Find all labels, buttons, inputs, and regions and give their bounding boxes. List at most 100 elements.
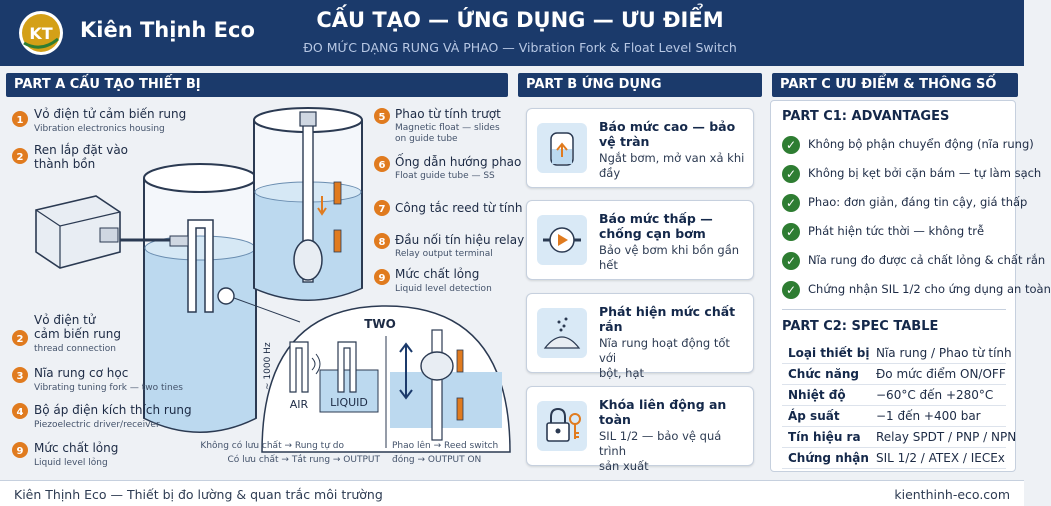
section-b-header: PART B ỨNG DỤNG xyxy=(518,73,762,97)
svg-text:Vibrating tuning fork — two ti: Vibrating tuning fork — two tines xyxy=(34,383,183,393)
svg-text:Vibration electronics housing: Vibration electronics housing xyxy=(34,124,165,134)
check-icon: ✓ xyxy=(782,281,800,299)
app-title: Phát hiện mức chất rắn xyxy=(599,304,736,334)
label-9-left: 9 Mức chất lỏng Liquid level lỏng xyxy=(12,441,118,468)
page-title: CẤU TẠO — ỨNG DỤNG — ƯU ĐIỂM xyxy=(316,8,724,32)
svg-text:Phao từ tính trượt: Phao từ tính trượt xyxy=(395,107,501,121)
svg-text:cảm biến rung: cảm biến rung xyxy=(34,327,121,341)
label-9-right: 9 Mức chất lỏng Liquid level detection xyxy=(374,267,492,294)
inset-frequency: ~ 1000 Hz xyxy=(263,342,273,390)
solids-icon xyxy=(537,308,587,358)
svg-text:Liquid level lỏng: Liquid level lỏng xyxy=(34,457,108,468)
svg-text:Công tắc reed từ tính: Công tắc reed từ tính xyxy=(395,201,522,215)
svg-text:2: 2 xyxy=(17,152,24,163)
label-8: 8 Đầu nối tín hiệu relay Relay output te… xyxy=(374,233,524,259)
svg-text:4: 4 xyxy=(17,407,24,418)
app-desc-line2: bột, hạt xyxy=(599,366,645,380)
divider xyxy=(782,309,1006,310)
svg-text:2: 2 xyxy=(17,334,24,345)
label-7: 7 Công tắc reed từ tính xyxy=(374,200,522,216)
svg-text:Ống dẫn hướng phao: Ống dẫn hướng phao xyxy=(395,153,521,169)
advantage-item: ✓Không bộ phận chuyển động (nĩa rung) xyxy=(782,135,1034,157)
app-desc-line2: sản xuất xyxy=(599,459,649,473)
app-desc: Ngắt bơm, mở van xả khi đầy xyxy=(599,151,745,180)
advantage-item: ✓Phao: đơn giản, đáng tin cậy, giá thấp xyxy=(782,193,1027,215)
float-tank xyxy=(253,107,363,301)
tank-high-icon xyxy=(537,123,587,173)
check-icon: ✓ xyxy=(782,252,800,270)
spec-row: Nhiệt độ−60°C đến +280°C xyxy=(782,385,1006,406)
svg-text:6: 6 xyxy=(379,160,386,171)
app-desc: Bảo vệ bơm khi bồn gần hết xyxy=(599,243,740,272)
svg-text:8: 8 xyxy=(379,237,386,248)
inset-caption-3: Phao lên → Reed switch xyxy=(392,440,498,451)
check-icon: ✓ xyxy=(782,165,800,183)
label-4: 4 Bộ áp điện kích thích rung Piezoelectr… xyxy=(12,403,192,430)
svg-text:Float guide tube — SS: Float guide tube — SS xyxy=(395,171,495,181)
app-card-high-level: Báo mức cao — bảo vệ tràn Ngắt bơm, mở v… xyxy=(526,108,754,188)
spec-title: PART C2: SPEC TABLE xyxy=(782,319,939,334)
svg-text:thread connection: thread connection xyxy=(34,344,116,354)
svg-text:Nĩa rung cơ học: Nĩa rung cơ học xyxy=(34,366,128,380)
svg-text:thành bồn: thành bồn xyxy=(34,157,95,171)
svg-text:on guide tube: on guide tube xyxy=(395,134,458,144)
svg-text:Mức chất lỏng: Mức chất lỏng xyxy=(34,441,118,455)
svg-text:7: 7 xyxy=(379,204,386,215)
label-6: 6 Ống dẫn hướng phao Float guide tube — … xyxy=(374,153,521,181)
svg-text:1: 1 xyxy=(17,115,24,126)
label-3: 3 Nĩa rung cơ học Vibrating tuning fork … xyxy=(12,366,183,393)
app-title: Khóa liên động an toàn xyxy=(599,397,727,427)
inset-caption-1: Không có lưu chất → Rung tự do xyxy=(200,440,344,451)
pump-icon xyxy=(537,215,587,265)
svg-text:Relay output terminal: Relay output terminal xyxy=(395,249,493,259)
app-card-low-level: Báo mức thấp — chống cạn bơm Bảo vệ bơm … xyxy=(526,200,754,280)
app-title: Báo mức cao — bảo vệ tràn xyxy=(599,119,736,149)
advantage-item: ✓Không bị kẹt bởi cặn bám — tự làm sạch xyxy=(782,164,1041,186)
svg-text:Vỏ điện tử cảm biến rung: Vỏ điện tử cảm biến rung xyxy=(34,107,186,121)
inset-title: TWO xyxy=(364,317,396,331)
section-a-header: PART A CẤU TẠO THIẾT BỊ xyxy=(6,73,508,97)
svg-text:Vỏ điện tử: Vỏ điện tử xyxy=(34,313,97,327)
label-2-thread: 2 Ren lắp đặt vào thành bồn xyxy=(12,143,128,171)
app-desc: SIL 1/2 — bảo vệ quá trình xyxy=(599,429,722,458)
app-title: Báo mức thấp — xyxy=(599,211,713,226)
label-1: 1 Vỏ điện tử cảm biến rung Vibration ele… xyxy=(12,107,186,134)
inset-air: AIR xyxy=(290,398,309,411)
section-c-header: PART C ƯU ĐIỂM & THÔNG SỐ xyxy=(772,73,1018,97)
inset-liquid: LIQUID xyxy=(330,396,368,409)
svg-text:9: 9 xyxy=(379,273,386,284)
inset-detail: TWO ~ 1000 Hz AIR LIQUID xyxy=(261,305,511,453)
header-bar: KT Kiên Thịnh Eco CẤU TẠO — ỨNG DỤNG — Ư… xyxy=(0,0,1024,66)
footer-company: Kiên Thịnh Eco — Thiết bị đo lường & qua… xyxy=(14,487,383,502)
svg-text:9: 9 xyxy=(17,446,24,457)
label-2-housing: 2 Vỏ điện tử cảm biến rung thread connec… xyxy=(12,313,121,354)
advantage-item: ✓Phát hiện tức thời — không trễ xyxy=(782,222,1012,244)
svg-text:Magnetic float — slides: Magnetic float — slides xyxy=(395,123,500,133)
app-card-safety: Khóa liên động an toàn SIL 1/2 — bảo vệ … xyxy=(526,386,754,473)
part-a-diagram: TWO ~ 1000 Hz AIR LIQUID Không có lưu ch… xyxy=(12,107,524,468)
brand-name: Kiên Thịnh Eco xyxy=(80,18,255,42)
lock-key-icon xyxy=(537,401,587,451)
svg-text:Liquid level detection: Liquid level detection xyxy=(395,284,492,294)
check-icon: ✓ xyxy=(782,194,800,212)
svg-text:Đầu nối tín hiệu relay: Đầu nối tín hiệu relay xyxy=(395,233,524,247)
svg-text:Bộ áp điện kích thích rung: Bộ áp điện kích thích rung xyxy=(34,403,192,417)
inset-caption-2: Có lưu chất → Tắt rung → OUTPUT xyxy=(227,454,380,465)
brand-logo: KT xyxy=(19,11,63,55)
svg-text:5: 5 xyxy=(379,112,386,123)
logo-text: KT xyxy=(29,24,52,43)
app-title-line2: chống cạn bơm xyxy=(599,226,706,241)
footer-website-link[interactable]: kienthinh-eco.com xyxy=(894,487,1010,502)
inset-caption-4: đóng → OUTPUT ON xyxy=(392,454,481,465)
advantages-title: PART C1: ADVANTAGES xyxy=(782,109,950,124)
svg-text:Mức chất lỏng: Mức chất lỏng xyxy=(395,267,479,281)
app-card-solids: Phát hiện mức chất rắn Nĩa rung hoạt độn… xyxy=(526,293,754,380)
check-icon: ✓ xyxy=(782,136,800,154)
check-icon: ✓ xyxy=(782,223,800,241)
svg-text:3: 3 xyxy=(17,371,24,382)
vibration-tank xyxy=(120,163,257,433)
